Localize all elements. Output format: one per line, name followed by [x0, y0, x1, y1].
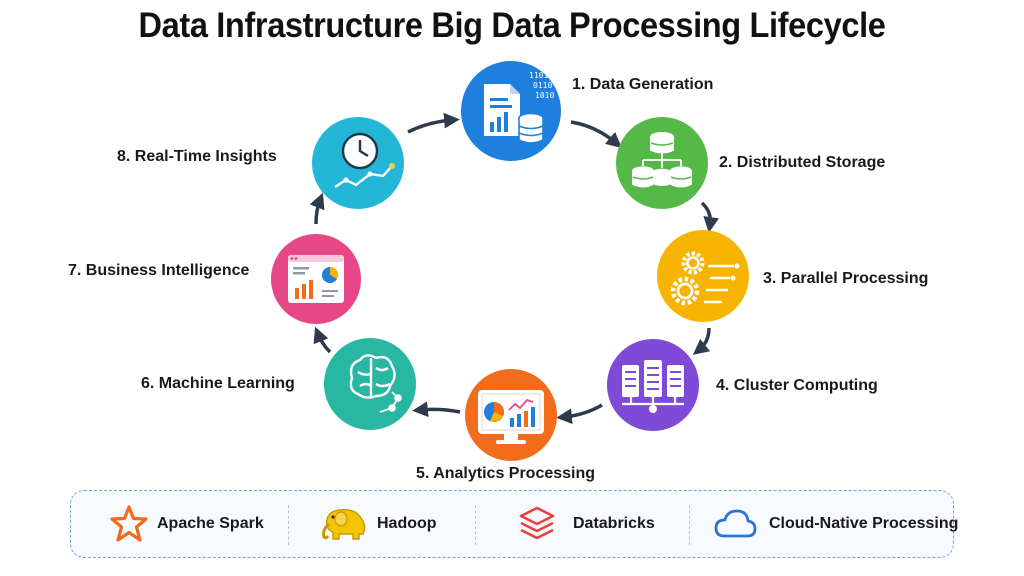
stage-8-node — [312, 117, 404, 209]
stage-6-node — [324, 338, 416, 430]
stage-5-label: 5. Analytics Processing — [416, 465, 596, 482]
tech-apache-spark: Apache Spark — [109, 491, 264, 557]
stage-1-label: 1. Data Generation — [572, 76, 714, 93]
stage-3-label: 3. Parallel Processing — [763, 270, 929, 287]
stage-2-node — [616, 117, 708, 209]
tech-databricks: Databricks — [517, 491, 655, 557]
stage-2-label: 2. Distributed Storage — [719, 154, 886, 171]
page-title: Data Infrastructure Big Data Processing … — [138, 6, 886, 45]
stage-5-node — [465, 369, 557, 461]
cycle-arrows — [309, 112, 719, 425]
stage-4-node — [607, 339, 699, 431]
arrow-2-to-3 — [700, 201, 719, 233]
tech-divider — [288, 505, 289, 545]
storage-network-icon — [632, 132, 692, 188]
arrow-4-to-5 — [556, 403, 603, 425]
dashboard-icon — [288, 255, 344, 303]
tech-label-hadoop: Hadoop — [377, 515, 437, 532]
svg-text:1101: 1101 — [529, 71, 548, 80]
layers-icon — [519, 506, 555, 540]
tech-divider — [475, 505, 476, 545]
lifecycle-diagram: 1101 0110 1010 — [271, 61, 749, 461]
tech-hadoop: Hadoop — [319, 491, 437, 557]
tech-label-databricks: Databricks — [573, 515, 655, 532]
stage-6-label: 6. Machine Learning — [141, 375, 295, 392]
arrow-3-to-4 — [692, 327, 711, 355]
arrow-7-to-8 — [309, 192, 325, 225]
tech-divider — [689, 505, 690, 545]
technology-bar: Apache Spark Hadoop Databricks Cloud-Nat… — [70, 490, 958, 558]
arrow-8-to-1 — [407, 112, 460, 134]
tech-label-apache-spark: Apache Spark — [157, 515, 264, 532]
stage-3-circle — [657, 230, 749, 322]
server-cluster-icon — [622, 360, 684, 413]
cloud-icon — [714, 509, 757, 538]
stage-7-label: 7. Business Intelligence — [68, 262, 250, 279]
stage-4-label: 4. Cluster Computing — [716, 377, 878, 394]
spark-star-icon — [110, 505, 148, 542]
elephant-icon — [322, 508, 366, 540]
gears-icon — [670, 251, 740, 306]
document-database-icon: 1101 0110 1010 — [484, 71, 554, 144]
arrow-6-to-7 — [313, 326, 332, 354]
svg-text:1010: 1010 — [535, 91, 554, 100]
tech-cloud-native: Cloud-Native Processing — [713, 491, 958, 557]
stage-1-node: 1101 0110 1010 — [461, 61, 561, 161]
brain-icon — [349, 354, 402, 413]
arrow-1-to-2 — [570, 120, 623, 149]
stage-3-node — [657, 230, 749, 322]
svg-text:0110: 0110 — [533, 81, 552, 90]
stage-7-node — [271, 234, 361, 324]
stage-8-label: 8. Real-Time Insights — [117, 148, 277, 165]
tech-label-cloud-native: Cloud-Native Processing — [769, 515, 959, 532]
arrow-5-to-6 — [412, 401, 461, 418]
analytics-monitor-icon — [478, 390, 544, 444]
clock-trend-icon — [334, 132, 395, 189]
